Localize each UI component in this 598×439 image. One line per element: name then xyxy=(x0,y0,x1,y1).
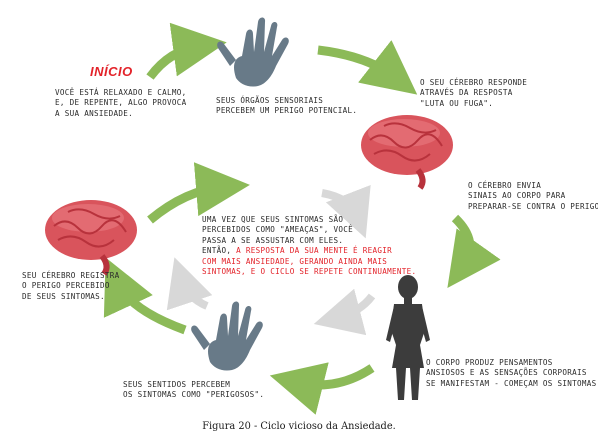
body-text: O corpo produz pensamentos ansiosos e as… xyxy=(426,358,598,388)
arrow-brain-to-body xyxy=(447,214,501,289)
brain-sends-text: O cérebro envia sinais ao corpo para pre… xyxy=(468,181,598,211)
senses-top-text: Seus órgãos sensoriais percebem um perig… xyxy=(216,96,358,116)
brain-icon-right xyxy=(361,115,453,190)
arrow-start-to-senses xyxy=(146,22,227,80)
arrow-senses-to-brain xyxy=(317,40,418,95)
senses-bottom-text: Seus sentidos percebem os sintomas como … xyxy=(123,380,265,400)
figure-caption: Figura 20 - Ciclo vicioso da Ansiedade. xyxy=(202,421,396,432)
body-silhouette-icon xyxy=(386,275,430,400)
start-text: Você está relaxado e calmo, e, de repent… xyxy=(55,88,187,118)
arrow-senses-to-brain-left xyxy=(103,257,187,335)
center-text: Uma vez que seus sintomas são percebidos… xyxy=(202,215,417,277)
start-title: INÍCIO xyxy=(90,64,133,79)
arrow-body-to-senses xyxy=(269,362,375,415)
hand-icon-bottom xyxy=(191,301,263,371)
inner-arrow-left xyxy=(166,257,213,311)
inner-arrow-right xyxy=(313,288,376,336)
hand-icon-top xyxy=(217,17,289,87)
arrow-brain-left-to-center xyxy=(147,162,250,224)
brain-response-text: O seu cérebro responde através da respos… xyxy=(420,78,528,108)
inner-arrow-top xyxy=(321,184,371,239)
brain-registers-text: Seu cérebro registra o perigo percebido … xyxy=(22,271,120,301)
brain-icon-left xyxy=(45,200,137,276)
